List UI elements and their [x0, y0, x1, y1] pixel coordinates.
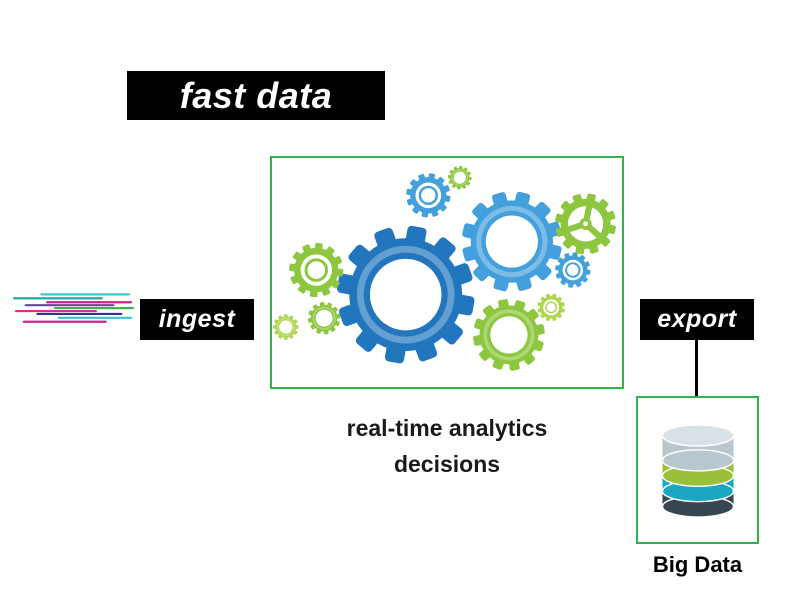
caption-line1: real-time analytics [346, 415, 548, 441]
gears-icon [272, 158, 622, 387]
export-label-banner: export [640, 299, 754, 340]
caption: real-time analytics decisions [270, 410, 624, 482]
caption-line2: decisions [393, 451, 501, 477]
export-connector-line [695, 340, 698, 396]
big-data-label: Big Data [652, 552, 743, 577]
fast-data-banner: fast data [127, 71, 385, 120]
ingest-label-banner: ingest [140, 299, 254, 340]
ingest-label: ingest [158, 305, 236, 333]
fast-data-processing-box [270, 156, 624, 389]
fast-data-title: fast data [179, 74, 333, 116]
big-data-box [636, 396, 759, 544]
database-icon [661, 424, 734, 518]
export-label: export [657, 305, 737, 333]
speed-lines-icon [12, 293, 134, 323]
